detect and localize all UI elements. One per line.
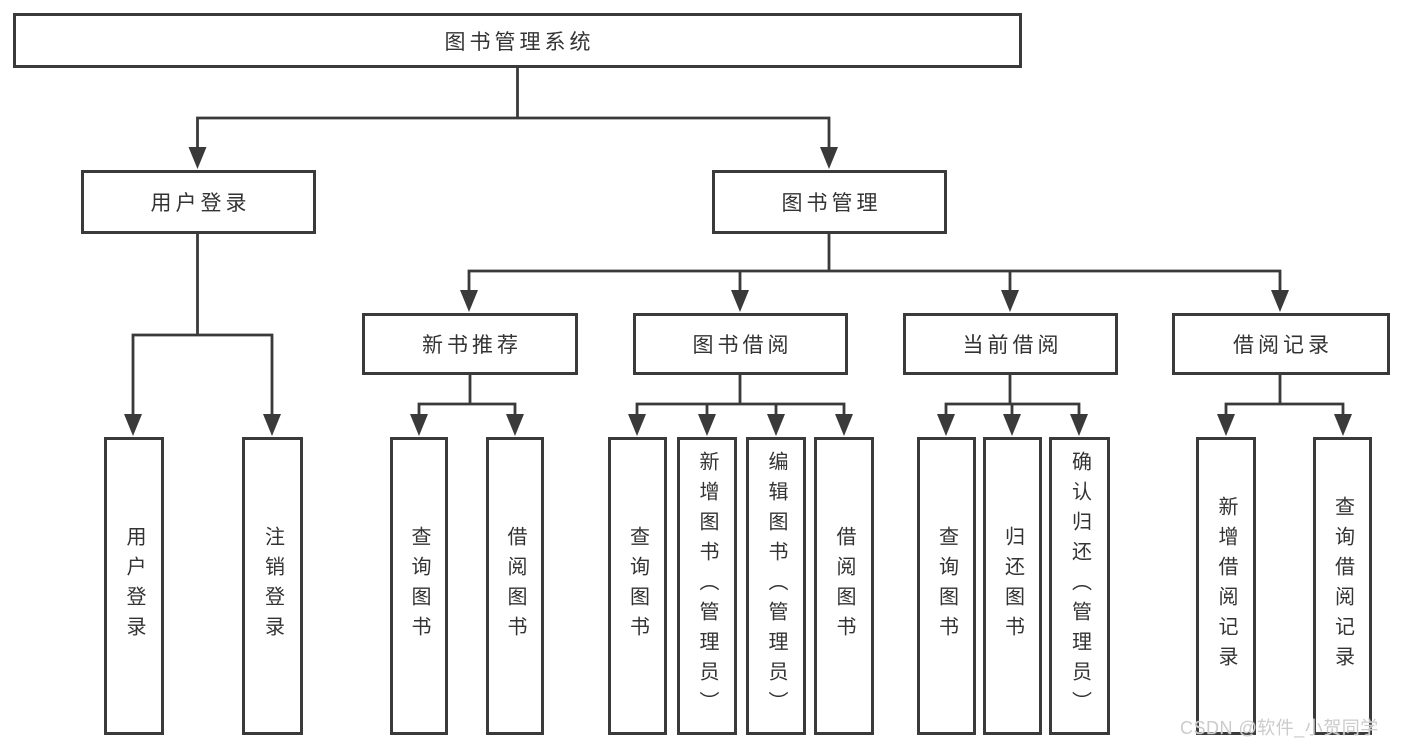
node-leaf-borrow-book-recommend: 借阅图书 — [486, 437, 544, 735]
node-leaf-borrow-book-borrowing-label: 借阅图书 — [833, 526, 855, 646]
node-new-book-recommend-label: 新书推荐 — [422, 334, 522, 357]
node-leaf-confirm-return-admin-label: 确认归还（管理员） — [1068, 451, 1091, 721]
node-leaf-query-book-borrowing: 查询图书 — [608, 437, 667, 735]
node-leaf-return-book: 归还图书 — [983, 437, 1042, 735]
node-leaf-add-book-admin-label: 新增图书（管理员） — [696, 451, 718, 721]
node-new-book-recommend: 新书推荐 — [362, 313, 578, 375]
node-current-borrowing: 当前借阅 — [903, 313, 1118, 375]
node-book-management-module: 图书管理 — [712, 170, 947, 234]
node-leaf-user-login: 用户登录 — [104, 437, 164, 735]
connector-lines — [131, 68, 1345, 418]
node-leaf-logout-label: 注销登录 — [261, 526, 284, 646]
node-root-label: 图书管理系统 — [444, 30, 595, 54]
node-user-login-module-label: 用户登录 — [150, 192, 251, 215]
node-leaf-return-book-label: 归还图书 — [1001, 526, 1024, 646]
csdn-watermark: CSDN @软件_小贺同学 — [1180, 718, 1379, 738]
node-leaf-confirm-return-admin: 确认归还（管理员） — [1049, 437, 1110, 735]
node-borrowing-records-label: 借阅记录 — [1233, 334, 1333, 357]
node-user-login-module: 用户登录 — [81, 170, 316, 234]
node-leaf-logout: 注销登录 — [242, 437, 303, 735]
node-leaf-add-borrow-record: 新增借阅记录 — [1196, 437, 1256, 735]
node-leaf-borrow-book-recommend-label: 借阅图书 — [504, 526, 526, 646]
node-leaf-query-borrow-record: 查询借阅记录 — [1313, 437, 1372, 735]
node-leaf-add-borrow-record-label: 新增借阅记录 — [1215, 496, 1237, 676]
node-leaf-query-book-current-label: 查询图书 — [935, 526, 958, 646]
node-book-borrowing: 图书借阅 — [633, 313, 848, 375]
node-leaf-query-book-borrowing-label: 查询图书 — [626, 526, 649, 646]
node-leaf-add-book-admin: 新增图书（管理员） — [677, 437, 737, 735]
node-current-borrowing-label: 当前借阅 — [962, 334, 1063, 357]
node-leaf-query-book-current: 查询图书 — [917, 437, 976, 735]
node-leaf-query-book-recommend: 查询图书 — [390, 437, 448, 735]
node-leaf-query-borrow-record-label: 查询借阅记录 — [1331, 496, 1354, 676]
node-leaf-edit-book-admin: 编辑图书（管理员） — [746, 437, 806, 735]
node-leaf-user-login-label: 用户登录 — [123, 526, 145, 646]
node-book-management-module-label: 图书管理 — [781, 192, 882, 215]
node-leaf-edit-book-admin-label: 编辑图书（管理员） — [765, 451, 787, 721]
node-book-borrowing-label: 图书借阅 — [692, 334, 793, 357]
node-leaf-query-book-recommend-label: 查询图书 — [408, 526, 430, 646]
node-leaf-borrow-book-borrowing: 借阅图书 — [814, 437, 874, 735]
node-root: 图书管理系统 — [13, 13, 1022, 68]
node-borrowing-records: 借阅记录 — [1172, 313, 1390, 375]
